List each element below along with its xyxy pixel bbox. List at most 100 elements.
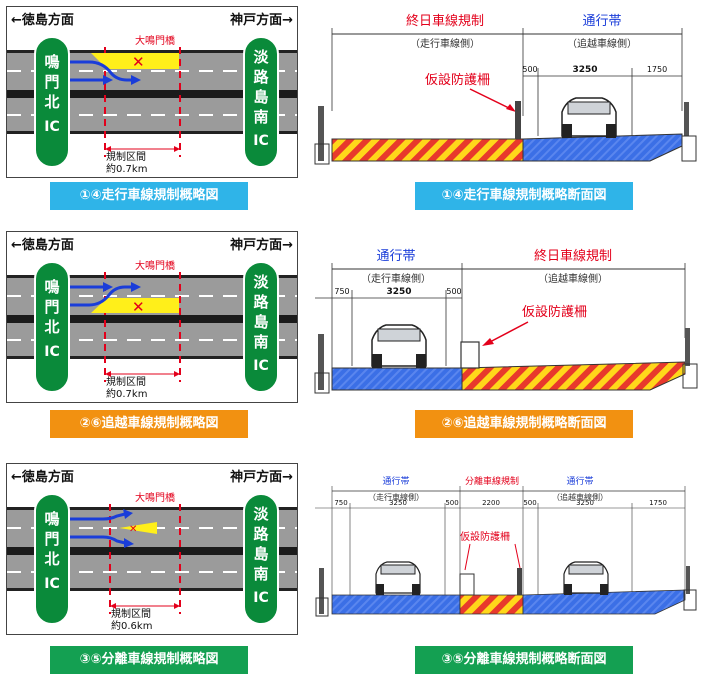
plan-caption-2: ②⑥追越車線規制概略図 xyxy=(50,410,248,438)
dim-500-left: 500 xyxy=(445,499,458,507)
right-parapet xyxy=(686,566,690,594)
right-edge-block xyxy=(681,135,697,162)
dim-2200: 2200 xyxy=(482,499,500,507)
traffic-shift-arrow xyxy=(65,60,133,82)
dim-500-right: 500 xyxy=(523,499,536,507)
left-ic-char: 北 xyxy=(44,550,59,568)
road-edge-top xyxy=(7,507,297,510)
left-direction-label: ←徳島方面 xyxy=(11,469,74,485)
dim-500: 500 xyxy=(446,287,461,296)
traffic-arrow-lower xyxy=(65,535,126,545)
left-edge-block xyxy=(315,597,329,617)
road-edge-bottom xyxy=(7,131,297,134)
left-ic-char: IC xyxy=(44,119,59,135)
right-ic-char: IC xyxy=(253,590,268,606)
bridge-label: 大鳴門橋 xyxy=(135,259,175,272)
zone-label: 規制区間 xyxy=(111,607,151,620)
car-wheel xyxy=(562,124,572,138)
zone-dim-arrow-left xyxy=(105,146,111,152)
closure-cross-icon: ✕ xyxy=(129,524,137,535)
open-lane-area-right xyxy=(522,589,686,615)
car-windshield xyxy=(567,101,611,115)
open-lane-area xyxy=(331,367,463,391)
left-parapet xyxy=(318,334,324,390)
right-ic-pill xyxy=(243,261,279,393)
traffic-lane-label-left: 通行帯 xyxy=(382,475,409,487)
arrow-head-2 xyxy=(131,282,141,292)
barrier-pointer xyxy=(469,88,514,111)
road-edge-bottom xyxy=(7,588,297,591)
restriction-sublabel: （走行車線側） xyxy=(410,37,480,50)
traffic-lane-label: 通行帯 xyxy=(582,14,621,29)
right-ic-char: 路 xyxy=(253,293,269,311)
zone-dim-arrow-right xyxy=(174,371,180,377)
left-direction-label: ←徳島方面 xyxy=(11,237,74,253)
plan-svg-3: ←徳島方面 神戸方面→ 大鳴門橋 ✕ 鳴 門 北 IC 淡 路 島 南 IC 規… xyxy=(7,469,297,632)
median-strip xyxy=(7,315,297,323)
right-ic-char: 淡 xyxy=(253,273,269,291)
left-ic-char: 北 xyxy=(44,93,59,111)
right-ic-pill xyxy=(243,493,279,625)
left-edge-block xyxy=(314,372,330,394)
traffic-shift-arrow xyxy=(65,285,133,307)
right-ic-char: 淡 xyxy=(253,505,269,523)
dim-3250: 3250 xyxy=(386,287,411,297)
median-strip xyxy=(7,90,297,98)
section-svg-2: 通行帯 （走行車線側） 終日車線規制 （追越車線側） 750 3250 500 … xyxy=(314,248,698,394)
section-caption-3: ③⑤分離車線規制概略断面図 xyxy=(415,646,633,674)
left-ic-pill xyxy=(34,261,70,393)
barrier-pointer xyxy=(487,321,529,344)
right-ic-char: 島 xyxy=(253,313,268,331)
plan-svg-1: ←徳島方面 神戸方面→ 大鳴門橋 ✕ 鳴 門 北 IC 淡 路 島 南 IC xyxy=(7,12,297,175)
car-windshield xyxy=(377,328,421,342)
left-ic-char: 門 xyxy=(44,298,59,316)
open-lane-area-left xyxy=(331,594,461,615)
barrier-pointer-head xyxy=(482,338,494,346)
bridge-label: 大鳴門橋 xyxy=(135,34,175,47)
arrow-head-1 xyxy=(123,509,133,519)
car-wheel xyxy=(372,354,382,368)
traffic-lane-sublabel: （走行車線側） xyxy=(361,272,431,285)
plan-diagram-1: ←徳島方面 神戸方面→ 大鳴門橋 ✕ 鳴 門 北 IC 淡 路 島 南 IC xyxy=(6,6,298,178)
barrier-label: 仮設防護柵 xyxy=(425,72,490,88)
separation-restriction-label: 分離車線規制 xyxy=(465,475,519,487)
right-ic-char: 南 xyxy=(253,333,268,351)
right-direction-label: 神戸方面→ xyxy=(230,237,293,253)
barrier-pointer-left xyxy=(464,543,471,571)
arrow-head-1 xyxy=(103,282,113,292)
right-ic-char: 島 xyxy=(253,88,268,106)
car-wheel xyxy=(606,124,616,138)
right-ic-char: 路 xyxy=(253,525,269,543)
plan-caption-3: ③⑤分離車線規制概略図 xyxy=(50,646,248,674)
zone-dim-arrow-left xyxy=(110,603,116,609)
left-parapet xyxy=(318,106,324,161)
temporary-barrier-right xyxy=(517,568,522,595)
dim-750: 750 xyxy=(334,499,347,507)
zone-dim-arrow-left xyxy=(105,371,111,377)
left-ic-char: IC xyxy=(44,344,59,360)
barrier-label: 仮設防護柵 xyxy=(460,530,510,543)
traffic-lane-sublabel-right: （追越車線側） xyxy=(552,492,608,502)
left-ic-char: 北 xyxy=(44,318,59,336)
arrow-head-2 xyxy=(103,75,113,85)
right-ic-char: 島 xyxy=(253,545,268,563)
left-ic-char: 門 xyxy=(44,530,59,548)
right-parapet xyxy=(684,102,689,136)
car-wheel xyxy=(412,584,420,595)
traffic-lane-label: 通行帯 xyxy=(376,249,415,264)
dim-3250-right: 3250 xyxy=(576,499,594,507)
barrier-pointer-right xyxy=(514,543,521,569)
plan-caption-1: ①④走行車線規制概略図 xyxy=(50,182,248,210)
right-edge-block xyxy=(683,589,697,611)
road-edge-top xyxy=(7,275,297,278)
arrow-head-1 xyxy=(131,75,141,85)
right-direction-label: 神戸方面→ xyxy=(230,12,293,28)
right-parapet xyxy=(685,328,690,366)
right-ic-pill xyxy=(243,36,279,168)
section-diagram-2: 通行帯 （走行車線側） 終日車線規制 （追越車線側） 750 3250 500 … xyxy=(310,238,706,408)
left-direction-label: ←徳島方面 xyxy=(11,12,74,28)
zone-length: 約0.7km xyxy=(106,387,147,400)
section-caption-2: ②⑥追越車線規制概略断面図 xyxy=(415,410,633,438)
left-ic-char: 鳴 xyxy=(44,510,59,528)
zone-length: 約0.6km xyxy=(111,619,152,632)
